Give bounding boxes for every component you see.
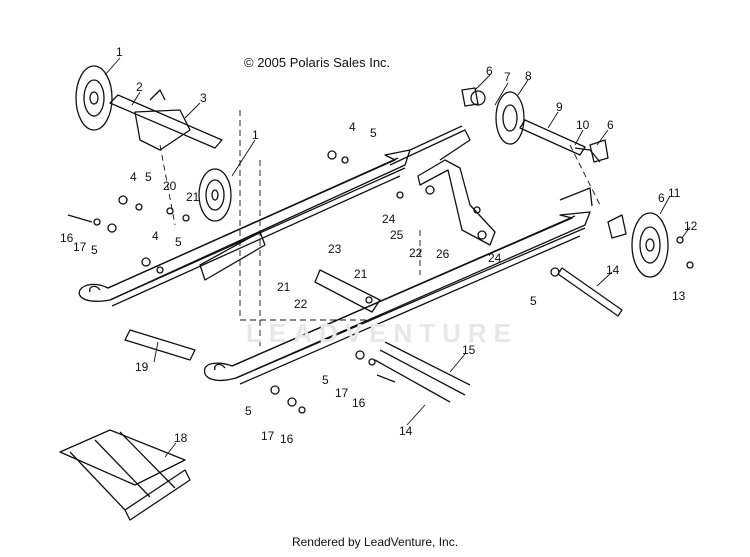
callout-5e: 5	[530, 294, 537, 308]
callout-24b: 24	[488, 251, 502, 265]
leader-lines	[159, 110, 601, 350]
callout-5c: 5	[91, 243, 98, 257]
idler-wheel-rear	[631, 212, 669, 278]
callout-1: 1	[116, 45, 123, 59]
render-credit: Rendered by LeadVenture, Inc.	[291, 535, 459, 549]
idler-wheel-front	[75, 65, 113, 131]
callout-4b: 4	[130, 170, 137, 184]
callout-18: 18	[174, 431, 188, 445]
callout-20: 20	[163, 179, 177, 193]
callout-15: 15	[462, 343, 476, 357]
callout-2: 2	[136, 80, 143, 94]
callout-17: 17	[73, 240, 87, 254]
callout-6: 6	[486, 64, 493, 78]
hardware	[67, 150, 694, 414]
slide-assembly	[59, 429, 191, 521]
callout-5: 5	[370, 126, 377, 140]
callout-9: 9	[556, 100, 563, 114]
callout-4c: 4	[152, 229, 159, 243]
callout-7: 7	[504, 70, 511, 84]
callout-3: 3	[200, 91, 207, 105]
right-rail	[203, 125, 593, 385]
callout-19: 19	[135, 360, 149, 374]
top-axle	[461, 87, 601, 163]
idler-wheel-mid	[198, 168, 232, 222]
rear-axle-brackets	[589, 139, 627, 239]
callout-6c: 6	[658, 191, 665, 205]
callout-16b: 16	[352, 396, 366, 410]
watermark: LEADVENTURE	[246, 318, 519, 348]
callout-10: 10	[576, 118, 590, 132]
callout-5b: 5	[145, 170, 152, 184]
callout-26: 26	[436, 247, 450, 261]
callout-5d: 5	[175, 235, 182, 249]
callout-21: 21	[186, 190, 200, 204]
callout-5f: 5	[322, 373, 329, 387]
callout-8: 8	[525, 69, 532, 83]
callout-12: 12	[684, 219, 698, 233]
callout-21c: 21	[277, 280, 291, 294]
callout-1b: 1	[252, 128, 259, 142]
callout-23: 23	[328, 242, 342, 256]
idler-wheel-top	[495, 91, 525, 145]
callout-22: 22	[409, 246, 423, 260]
callout-25: 25	[390, 228, 404, 242]
callout-labels: 1 2 3 1 4 5 4 5 20 21 16 17 5 4 5 6 7 8 …	[60, 45, 698, 446]
callout-22b: 22	[294, 297, 308, 311]
callout-14b: 14	[399, 424, 413, 438]
callout-5g: 5	[245, 404, 252, 418]
callout-21b: 21	[354, 267, 368, 281]
callout-6b: 6	[607, 118, 614, 132]
callout-13: 13	[672, 289, 686, 303]
callout-11: 11	[668, 186, 681, 200]
callout-17b: 17	[335, 386, 349, 400]
cross-shafts	[124, 267, 623, 403]
callout-14: 14	[606, 263, 620, 277]
callout-4: 4	[349, 120, 356, 134]
callout-16c: 16	[280, 432, 294, 446]
callout-16: 16	[60, 231, 74, 245]
callout-24: 24	[382, 212, 396, 226]
callout-17c: 17	[261, 429, 275, 443]
callout-leaders	[104, 57, 691, 458]
left-rail	[78, 149, 411, 307]
front-axle	[109, 89, 223, 151]
torque-arm	[417, 159, 496, 246]
copyright-notice: © 2005 Polaris Sales Inc.	[244, 55, 391, 70]
